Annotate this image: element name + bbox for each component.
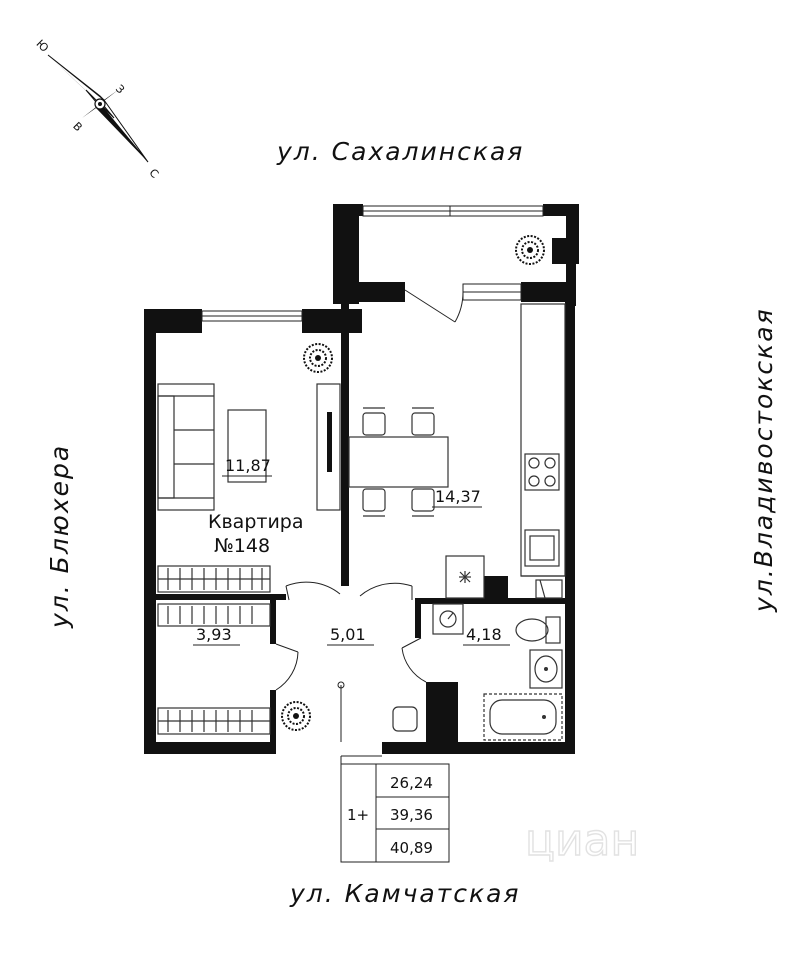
street-right-label: ул.Владивостокская [749,307,778,613]
kitchen-counter-icon [520,303,566,577]
room-area-living: 11,87 [225,456,271,475]
street-top-label: ул. Сахалинская [276,137,524,166]
sofa-icon [157,383,215,511]
wardrobe-icon [157,565,271,735]
compass-east: З [113,82,127,96]
boiler-icon [432,603,464,635]
plant-icon [281,701,311,731]
tv-stand-icon [316,383,341,511]
street-bottom-label: ул. Камчатская [289,879,520,908]
summary-area-no-balcony: 39,36 [390,806,433,824]
street-left-label: ул. Блюхера [45,444,74,629]
compass-north: Ю [34,37,52,55]
room-area-kitchen: 14,37 [435,487,481,506]
summary-rooms: 1+ [347,806,369,824]
room-area-hall: 5,01 [330,625,366,644]
compass-west: В [70,120,85,135]
area-summary-table: 1+ 26,24 39,36 40,89 [340,763,450,863]
fridge-icon [535,579,563,599]
door-swings [275,289,464,862]
coffee-table-icon [227,409,267,483]
dining-set-icon [348,407,449,517]
summary-living-area: 26,24 [390,774,433,792]
apartment-label: Квартира [208,511,304,533]
room-area-wardrobe: 3,93 [196,625,232,644]
apartment-number: №148 [214,535,270,557]
sink-icon [529,649,563,689]
walls [144,204,579,754]
room-area-bathroom: 4,18 [466,625,502,644]
windows [201,205,544,322]
plant-icon [515,235,545,265]
summary-total-area: 40,89 [390,839,433,857]
compass-rose-icon: Ю З В С [34,37,162,181]
toilet-icon [515,616,561,644]
watermark-text: циан [525,815,639,866]
vent-shaft-icon [445,555,485,599]
bathtub-icon [483,693,563,741]
pouf-icon [392,706,418,732]
plant-icon [303,343,333,373]
cian-watermark: циан [524,814,640,866]
compass-south: С [147,166,162,181]
